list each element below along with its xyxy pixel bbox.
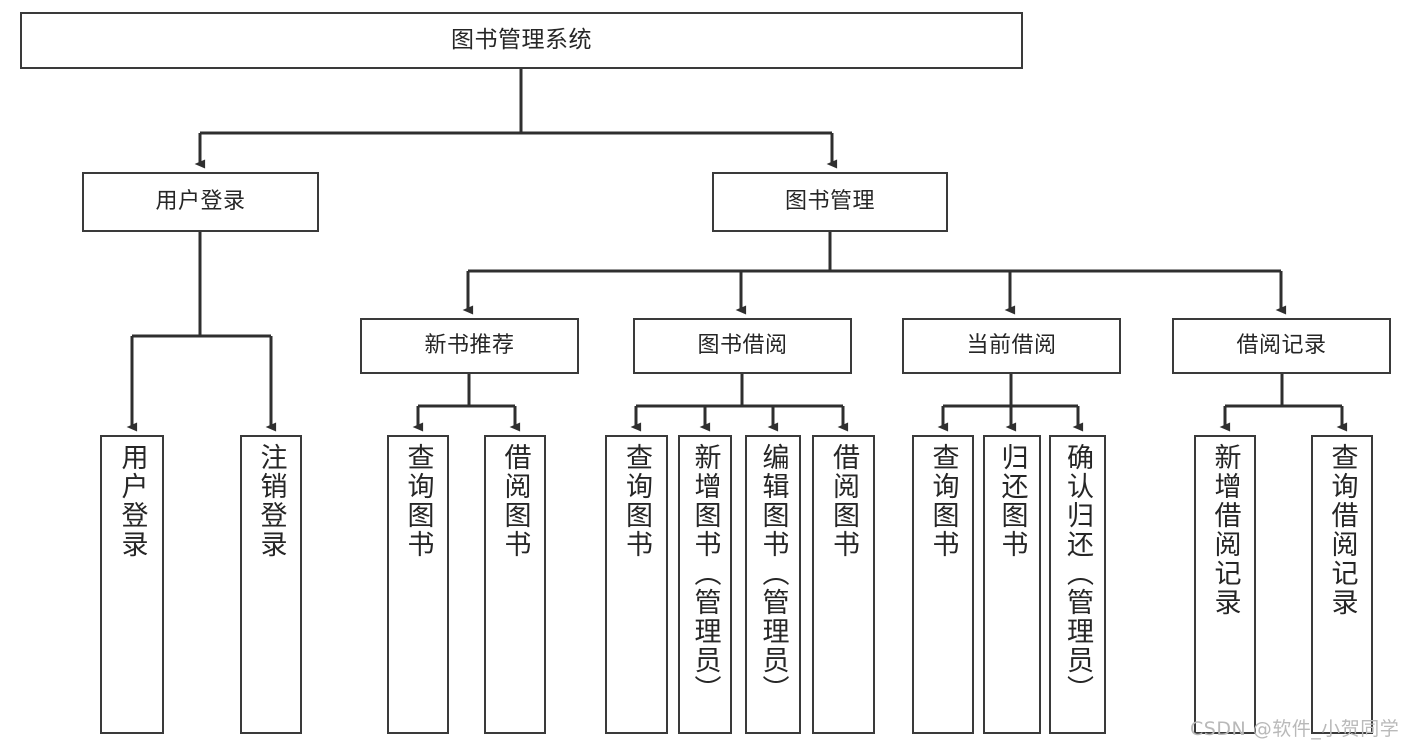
- node-leaf-edit-book-label: 编辑图书（管理员）: [757, 443, 789, 704]
- node-book-borrow-label: 图书借阅: [697, 333, 788, 359]
- node-leaf-return-book-label: 归还图书: [996, 443, 1028, 559]
- node-leaf-confirm-return[interactable]: 确认归还（管理员）: [1049, 435, 1106, 734]
- node-root-label: 图书管理系统: [451, 26, 592, 53]
- node-leaf-borrow-book-1[interactable]: 借阅图书: [484, 435, 546, 734]
- node-book-manage-label: 图书管理: [784, 189, 875, 215]
- node-leaf-return-book[interactable]: 归还图书: [983, 435, 1041, 734]
- node-current-borrow[interactable]: 当前借阅: [902, 318, 1121, 374]
- node-current-borrow-label: 当前借阅: [966, 333, 1057, 359]
- node-leaf-logout[interactable]: 注销登录: [240, 435, 302, 734]
- csdn-watermark: CSDN @软件_小贺同学: [1190, 718, 1400, 740]
- node-book-borrow[interactable]: 图书借阅: [633, 318, 852, 374]
- node-leaf-query-book-2[interactable]: 查询图书: [605, 435, 668, 734]
- edge-group-new-book-rec: [412, 374, 521, 432]
- edge-group-user-login: [126, 232, 277, 432]
- edge-group-book-borrow: [630, 374, 849, 432]
- node-borrow-record[interactable]: 借阅记录: [1172, 318, 1391, 374]
- node-leaf-query-book-3[interactable]: 查询图书: [912, 435, 974, 734]
- node-leaf-borrow-book-1-label: 借阅图书: [499, 443, 531, 559]
- node-leaf-query-record[interactable]: 查询借阅记录: [1311, 435, 1373, 734]
- node-leaf-query-book-3-label: 查询图书: [927, 443, 959, 559]
- node-leaf-edit-book[interactable]: 编辑图书（管理员）: [745, 435, 801, 734]
- node-leaf-borrow-book-2-label: 借阅图书: [828, 443, 859, 559]
- node-book-manage[interactable]: 图书管理: [712, 172, 948, 232]
- node-leaf-user-login-label: 用户登录: [116, 443, 148, 559]
- node-user-login-label: 用户登录: [155, 189, 246, 215]
- edge-group-borrow-record: [1219, 374, 1348, 432]
- node-leaf-add-record[interactable]: 新增借阅记录: [1194, 435, 1256, 734]
- node-root[interactable]: 图书管理系统: [20, 12, 1023, 69]
- edge-group-root: [194, 69, 838, 169]
- node-leaf-query-book-2-label: 查询图书: [621, 443, 652, 559]
- node-new-book-rec[interactable]: 新书推荐: [360, 318, 579, 374]
- node-leaf-borrow-book-2[interactable]: 借阅图书: [812, 435, 875, 734]
- node-new-book-rec-label: 新书推荐: [424, 333, 515, 359]
- node-leaf-query-book-1-label: 查询图书: [402, 443, 434, 559]
- node-leaf-add-record-label: 新增借阅记录: [1209, 443, 1241, 617]
- node-borrow-record-label: 借阅记录: [1236, 333, 1327, 359]
- node-leaf-add-book-label: 新增图书（管理员）: [689, 443, 721, 704]
- node-leaf-add-book[interactable]: 新增图书（管理员）: [678, 435, 732, 734]
- node-leaf-query-record-label: 查询借阅记录: [1326, 443, 1358, 617]
- edge-group-current-borrow: [937, 374, 1084, 432]
- node-user-login[interactable]: 用户登录: [82, 172, 319, 232]
- node-leaf-query-book-1[interactable]: 查询图书: [387, 435, 449, 734]
- node-leaf-user-login[interactable]: 用户登录: [100, 435, 164, 734]
- edge-group-book-manage: [462, 232, 1287, 315]
- node-leaf-logout-label: 注销登录: [255, 443, 287, 559]
- node-leaf-confirm-return-label: 确认归还（管理员）: [1062, 443, 1093, 704]
